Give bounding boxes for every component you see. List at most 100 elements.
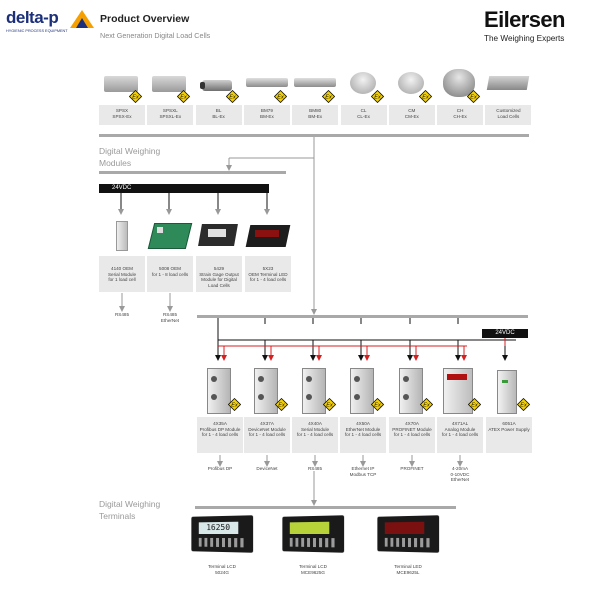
terminal-display-value: 16250 (206, 522, 231, 533)
load-cell-model: CM (408, 108, 416, 113)
din-module-image (389, 362, 435, 414)
modules-section-title-line2: Modules (99, 158, 132, 168)
din-module-image (340, 362, 386, 414)
din-module-text: DeviceNet Module (248, 426, 286, 432)
load-cell-image (389, 64, 435, 102)
din-output-protocol: Profibus DP (207, 466, 233, 471)
load-cell-ex-model: CM-Ex (404, 113, 419, 119)
oem-module-text: Strain Gage Output (199, 271, 239, 277)
terminal-type: Terminal LED (394, 564, 422, 569)
din-module-text: 4X37A (260, 421, 274, 426)
load-cell-model: SPSXL (162, 108, 178, 113)
din-output-protocol: Modbus TCP (349, 471, 377, 477)
din-output-label: RS485 (292, 466, 338, 472)
din-module-text: 4X70A (405, 421, 419, 426)
din-module-text: for 1 - 4 load cells (393, 432, 431, 438)
din-module-text: for 1 - 4 load cells (344, 432, 382, 438)
ex-badge-icon: Ex (129, 90, 142, 103)
load-cell-model: Customized (496, 108, 521, 113)
terminal-bus-bar (195, 506, 456, 509)
oem-module-text: Load Cells (208, 282, 230, 288)
terminal-model: MCE9625L (396, 569, 420, 575)
terminal-type: Terminal LCD (208, 564, 236, 569)
ex-badge-text: Ex (278, 403, 285, 409)
terminal-image: 16250 (191, 515, 254, 553)
din-module-image (292, 362, 338, 414)
load-cell-image (341, 64, 387, 102)
oem-module-image (147, 215, 193, 253)
load-cell-model: BL (215, 108, 222, 113)
oem-module-text: 5008 OEM (159, 266, 181, 271)
terminal-type: Terminal LCD (299, 564, 327, 569)
din-module-text: Profibus DP Module (199, 426, 241, 432)
terminal-screen: 16250 (198, 521, 239, 534)
load-cell-ex-model: BL-Ex (212, 113, 225, 119)
terminals-section-title-line1: Digital Weighing (99, 499, 161, 509)
load-cell-ex-model: CH-Ex (453, 113, 467, 119)
load-cell-ex-model: BM-Ex (308, 113, 323, 119)
oem-bus-bar (99, 171, 286, 174)
oem-module-text: 5X23 (262, 266, 274, 271)
din-module-text: 4X71AL (451, 421, 469, 426)
ex-badge-icon: Ex (418, 90, 432, 103)
eilersen-logo: Eilersen The Weighing Experts (484, 7, 584, 47)
ex-badge-text: Ex (132, 95, 139, 101)
din-module-text: PROFINET Module (392, 426, 432, 432)
load-cell-model: BM80 (309, 108, 322, 113)
din-module-text: for 1 - 4 load cells (296, 432, 334, 438)
oem-module-image (196, 215, 242, 253)
page-title: Product Overview (100, 13, 190, 25)
din-output-label: PROFINET (389, 466, 435, 472)
load-cell-ex-model: SPSXL-Ex (159, 113, 182, 119)
load-cell-ex-model: CL-Ex (357, 113, 370, 119)
oem-module-text: 5429 (213, 266, 225, 271)
din-module-text: 4X35A (213, 421, 227, 426)
din-module-text: 4X50A (356, 421, 370, 426)
terminal-screen (384, 521, 425, 534)
delta-p-wordmark: delta-p (6, 8, 59, 27)
ex-badge-text: Ex (326, 403, 333, 409)
ex-badge-icon: Ex (420, 398, 433, 411)
din-output-protocol: RS485 (307, 466, 323, 471)
oem-module-image (99, 215, 145, 253)
ex-badge-text: Ex (374, 403, 381, 409)
modules-section-title: Digital Weighing Modules (99, 145, 160, 169)
oem-module-text: Serial Module (107, 271, 137, 277)
din-module-text: for 1 - 4 load cells (248, 432, 286, 438)
ex-badge-text: Ex (470, 95, 477, 101)
din-output-protocol: Ethernet IP (351, 466, 375, 471)
modules-section-title-line1: Digital Weighing (99, 146, 161, 156)
ex-badge-icon: Ex (228, 398, 241, 411)
load-cell-ex-model: BM-Ex (260, 113, 274, 119)
din-output-label: DeviceNet (244, 466, 290, 472)
din-module-image (244, 362, 290, 414)
ex-badge-text: Ex (231, 403, 238, 409)
delta-p-triangle-icon (70, 10, 94, 28)
